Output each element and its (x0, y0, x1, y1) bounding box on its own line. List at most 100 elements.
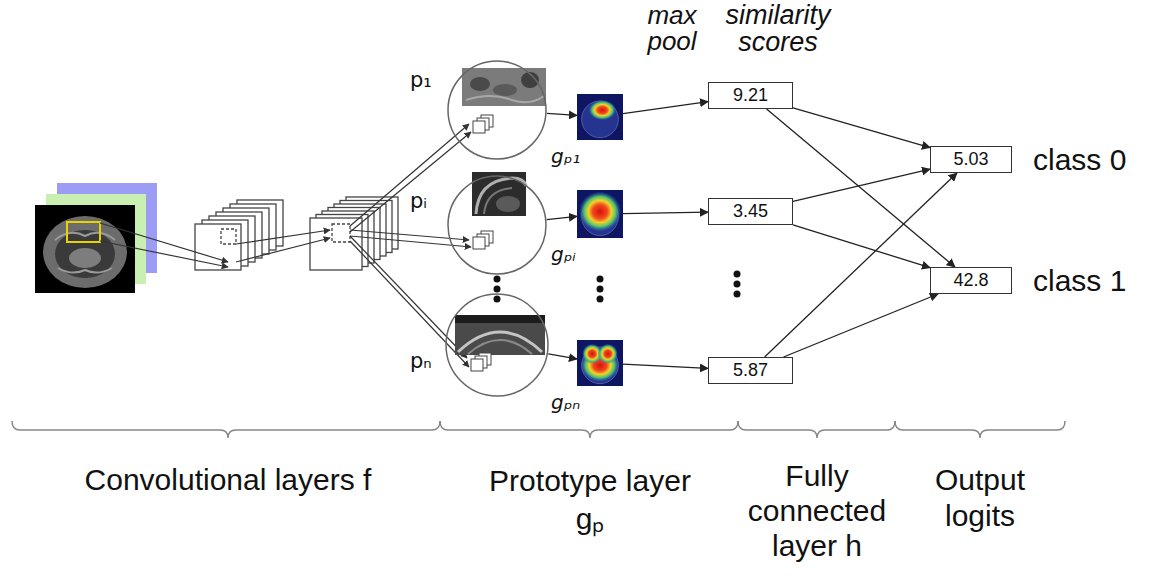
section-brace (440, 421, 738, 438)
section-label: Output logits (915, 462, 1045, 534)
section-label: Convolutional layers f (28, 462, 428, 498)
circle-outline (447, 175, 547, 275)
logit-value: 5.03 (953, 149, 988, 170)
feature-arrow (350, 236, 467, 358)
feature-arrow (350, 241, 469, 367)
prototype-circle: pᵢ (447, 175, 547, 275)
heatmap-label: gₚ₁ (551, 144, 580, 168)
prototype-patch (470, 77, 490, 91)
connector-arrow (784, 294, 938, 357)
heat-blob (579, 191, 621, 231)
mini-feature-stack (473, 237, 485, 249)
ellipsis-dots (734, 271, 741, 278)
score-box: 3.45 (708, 198, 793, 225)
ellipsis-dots (597, 276, 604, 283)
heatmap-image (577, 94, 623, 140)
prototype-circle: pₙ (445, 293, 549, 397)
feature-arrow (350, 124, 469, 226)
section-label: Prototype layer gₚ (478, 462, 703, 537)
ellipsis-dots (494, 271, 741, 303)
connector-arrow (767, 109, 955, 267)
logit-box: 42.8class 1 (930, 267, 1012, 294)
prototype-label: pₙ (410, 349, 432, 373)
connector-arrow (793, 108, 930, 148)
ellipsis-dots (734, 281, 741, 288)
heatmap: gₚᵢ (577, 190, 623, 238)
heatmap-ground (577, 94, 623, 140)
header-label: similarity scores (708, 2, 848, 56)
circle-outline (445, 293, 549, 397)
heatmap-image (577, 190, 623, 238)
ellipsis-dots (494, 286, 501, 293)
connector-arrow (793, 169, 930, 201)
score-value: 9.21 (733, 85, 768, 106)
prototype-patch (468, 340, 532, 354)
logit-value: 42.8 (953, 270, 988, 291)
prototype-patch (493, 84, 517, 96)
header-label: max pool (632, 2, 712, 54)
score-value: 3.45 (733, 201, 768, 222)
ellipsis-dots (597, 286, 604, 293)
heatmap-image (577, 340, 623, 386)
section-label: Fully connected layer h (742, 458, 892, 563)
input-image-stack (35, 205, 135, 293)
heat-blob (598, 344, 618, 364)
circle-outline (448, 176, 546, 274)
prototype-patch (455, 315, 545, 355)
mini-feature-stack (473, 121, 485, 133)
class-label: class 1 (1033, 264, 1126, 298)
prototype-patch (458, 332, 542, 352)
heatmap-ground (577, 190, 623, 238)
connector-arrow (548, 354, 577, 359)
input-image-stack (67, 222, 100, 242)
logit-box: 5.03class 0 (930, 146, 1012, 173)
feature-arrow (236, 238, 330, 262)
conv-feature-stack (310, 218, 362, 270)
score-box: 9.21 (708, 82, 793, 109)
prototype-patch (462, 68, 546, 106)
heatmap-ground (577, 340, 623, 386)
prototype-patch (496, 196, 520, 212)
connector-arrow (765, 173, 957, 357)
connector-arrow (623, 364, 708, 368)
section-brace (738, 421, 895, 438)
circle-outline (446, 294, 548, 396)
brain-outline (582, 101, 619, 138)
mini-feature-stack (471, 359, 483, 371)
prototype-circle: p₁ (447, 60, 547, 160)
connector-arrow (623, 102, 708, 114)
section-brace (895, 421, 1065, 438)
input-image-stack (58, 268, 112, 273)
ellipsis-dots (494, 296, 501, 303)
heatmap-label: gₚₙ (551, 390, 580, 414)
heatmap-label: gₚᵢ (551, 242, 576, 266)
heat-blob (589, 100, 617, 120)
ellipsis-dots (734, 291, 741, 298)
prototype-patch (455, 315, 545, 323)
connector-arrow (623, 212, 708, 213)
input-image-stack (55, 230, 115, 278)
feature-arrow (100, 241, 228, 267)
prototype-patch (455, 315, 545, 355)
prototype-patch (462, 68, 546, 106)
prototype-label: p₁ (410, 68, 432, 92)
ellipsis-dots (494, 276, 501, 283)
feature-arrow (100, 124, 471, 367)
feature-arrow (350, 230, 469, 240)
conv-feature-stack (195, 224, 241, 270)
ellipsis-dots (597, 296, 604, 303)
conv-feature-stack (332, 224, 350, 242)
connector-arrow (547, 216, 577, 219)
input-image-stack (69, 248, 101, 268)
score-value: 5.87 (733, 360, 768, 381)
circle-outline (447, 60, 547, 160)
prototype-patch (476, 178, 526, 214)
heatmap: gₚ₁ (577, 94, 623, 140)
feature-arrow (350, 132, 471, 232)
heatmap: gₚₙ (577, 340, 623, 386)
circle-outline (448, 61, 546, 159)
prototype-label: pᵢ (410, 189, 427, 213)
conv-feature-stack (221, 229, 236, 244)
input-image-stack (35, 183, 157, 293)
class-label: class 0 (1033, 143, 1126, 177)
